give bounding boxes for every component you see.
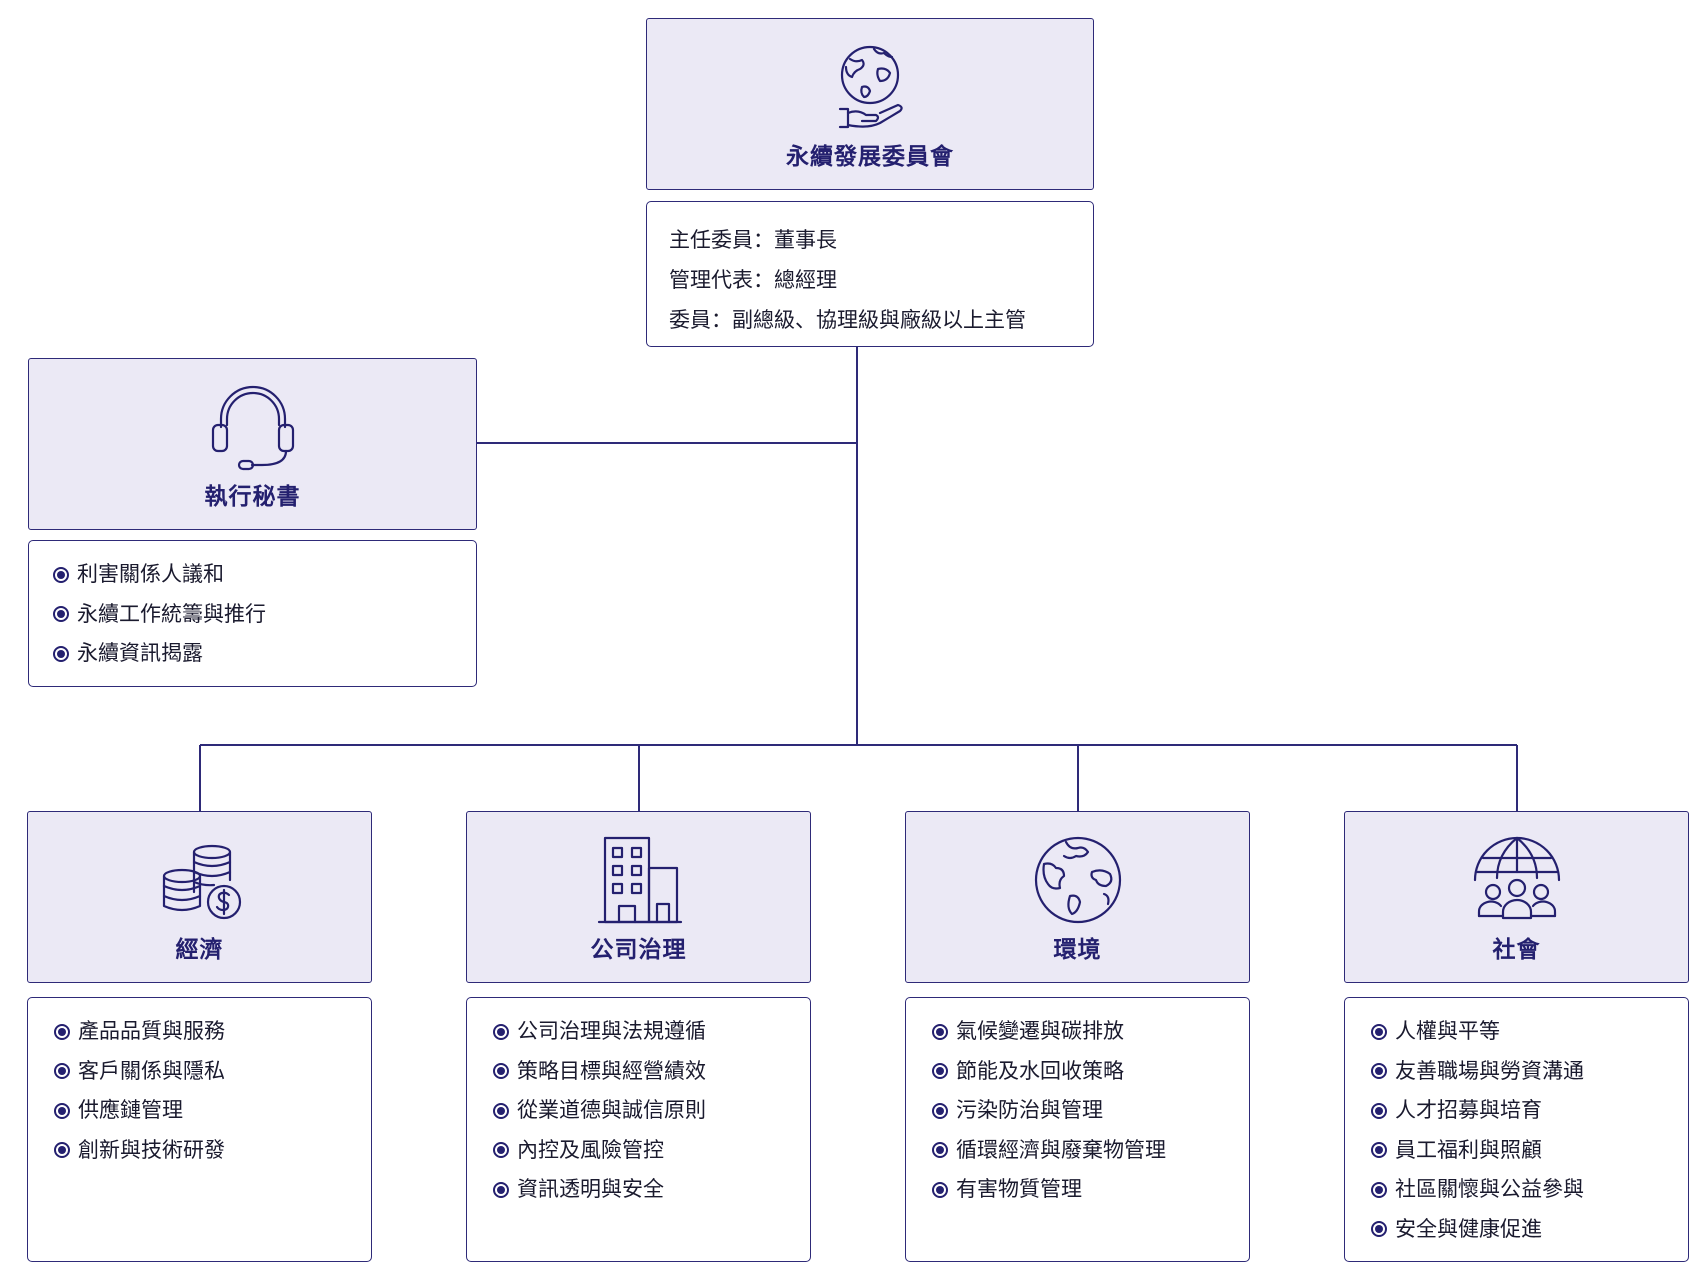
bullet-icon bbox=[1371, 1142, 1387, 1159]
list-item: 供應鏈管理 bbox=[54, 1091, 225, 1131]
committee-header: 永續發展委員會 bbox=[646, 18, 1094, 190]
bullet-icon bbox=[932, 1142, 948, 1159]
list-item: 人才招募與培育 bbox=[1371, 1091, 1584, 1131]
committee-chair-line: 主任委員：董事長 bbox=[669, 228, 837, 252]
pillar-governance-items-box: 公司治理與法規遵循 策略目標與經營績效 從業道德與誠信原則 內控及風險管控 資訊… bbox=[466, 997, 811, 1262]
bullet-icon bbox=[932, 1063, 948, 1080]
list-item: 員工福利與照顧 bbox=[1371, 1131, 1584, 1171]
list-item: 氣候變遷與碳排放 bbox=[932, 1012, 1166, 1052]
headset-icon bbox=[205, 379, 301, 475]
list-item: 人權與平等 bbox=[1371, 1012, 1584, 1052]
bullet-icon bbox=[54, 1142, 70, 1159]
list-item: 從業道德與誠信原則 bbox=[493, 1091, 706, 1131]
bullet-icon bbox=[1371, 1181, 1387, 1198]
bullet-icon bbox=[54, 1102, 70, 1119]
list-item: 內控及風險管控 bbox=[493, 1131, 706, 1171]
list-item: 友善職場與勞資溝通 bbox=[1371, 1052, 1584, 1092]
list-item: 利害關係人議和 bbox=[53, 555, 266, 595]
list-item: 公司治理與法規遵循 bbox=[493, 1012, 706, 1052]
bullet-icon bbox=[53, 606, 69, 623]
bullet-icon bbox=[493, 1063, 509, 1080]
bullet-icon bbox=[1371, 1102, 1387, 1119]
bullet-icon bbox=[1371, 1023, 1387, 1040]
pillar-society-items-box: 人權與平等 友善職場與勞資溝通 人才招募與培育 員工福利與照顧 社區關懷與公益參… bbox=[1344, 997, 1689, 1262]
coin-stack-icon bbox=[152, 832, 248, 928]
pillar-governance-header: 公司治理 bbox=[466, 811, 811, 983]
list-item: 永續資訊揭露 bbox=[53, 634, 266, 674]
bullet-icon bbox=[53, 566, 69, 583]
bullet-icon bbox=[1371, 1063, 1387, 1080]
secretary-title: 執行秘書 bbox=[204, 484, 301, 510]
list-item: 永續工作統籌與推行 bbox=[53, 595, 266, 635]
list-item: 污染防治與管理 bbox=[932, 1091, 1166, 1131]
pillar-environment-items-list: 氣候變遷與碳排放 節能及水回收策略 污染防治與管理 循環經濟與廢棄物管理 有害物… bbox=[932, 1012, 1166, 1210]
bullet-icon bbox=[493, 1181, 509, 1198]
bullet-icon bbox=[493, 1102, 509, 1119]
pillar-economy-items-list: 產品品質與服務 客戶關係與隱私 供應鏈管理 創新與技術研發 bbox=[54, 1012, 225, 1170]
committee-members-box: 主任委員：董事長 管理代表：總經理 委員：副總級、協理級與廠級以上主管 bbox=[646, 201, 1094, 347]
pillar-economy-items-box: 產品品質與服務 客戶關係與隱私 供應鏈管理 創新與技術研發 bbox=[27, 997, 372, 1262]
pillar-society-header: 社會 bbox=[1344, 811, 1689, 983]
pillar-environment-title: 環境 bbox=[1053, 937, 1102, 963]
pillar-governance-items-list: 公司治理與法規遵循 策略目標與經營績效 從業道德與誠信原則 內控及風險管控 資訊… bbox=[493, 1012, 706, 1210]
secretary-duties-box: 利害關係人議和 永續工作統籌與推行 永續資訊揭露 bbox=[28, 540, 477, 687]
pillar-society-title: 社會 bbox=[1492, 937, 1541, 963]
secretary-header: 執行秘書 bbox=[28, 358, 477, 530]
list-item: 安全與健康促進 bbox=[1371, 1210, 1584, 1250]
committee-members-list: 主任委員：董事長 管理代表：總經理 委員：副總級、協理級與廠級以上主管 bbox=[669, 220, 1026, 340]
list-item: 有害物質管理 bbox=[932, 1170, 1166, 1210]
bullet-icon bbox=[54, 1023, 70, 1040]
list-item: 節能及水回收策略 bbox=[932, 1052, 1166, 1092]
list-item: 策略目標與經營績效 bbox=[493, 1052, 706, 1092]
pillar-environment-header: 環境 bbox=[905, 811, 1250, 983]
bullet-icon bbox=[54, 1063, 70, 1080]
committee-representative-line: 管理代表：總經理 bbox=[669, 268, 837, 292]
globe-people-icon bbox=[1469, 832, 1565, 928]
bullet-icon bbox=[53, 645, 69, 662]
bullet-icon bbox=[932, 1102, 948, 1119]
list-item: 循環經濟與廢棄物管理 bbox=[932, 1131, 1166, 1171]
pillar-society-items-list: 人權與平等 友善職場與勞資溝通 人才招募與培育 員工福利與照顧 社區關懷與公益參… bbox=[1371, 1012, 1584, 1249]
pillar-economy-header: 經濟 bbox=[27, 811, 372, 983]
bullet-icon bbox=[932, 1023, 948, 1040]
committee-title: 永續發展委員會 bbox=[786, 144, 954, 170]
list-item: 社區關懷與公益參與 bbox=[1371, 1170, 1584, 1210]
list-item: 客戶關係與隱私 bbox=[54, 1052, 225, 1092]
pillar-environment-items-box: 氣候變遷與碳排放 節能及水回收策略 污染防治與管理 循環經濟與廢棄物管理 有害物… bbox=[905, 997, 1250, 1262]
pillar-economy-title: 經濟 bbox=[175, 937, 224, 963]
bullet-icon bbox=[493, 1142, 509, 1159]
bullet-icon bbox=[493, 1023, 509, 1040]
earth-icon bbox=[1030, 832, 1126, 928]
secretary-duties-list: 利害關係人議和 永續工作統籌與推行 永續資訊揭露 bbox=[53, 555, 266, 674]
list-item: 產品品質與服務 bbox=[54, 1012, 225, 1052]
pillar-governance-title: 公司治理 bbox=[590, 937, 687, 963]
bullet-icon bbox=[932, 1181, 948, 1198]
globe-hand-icon bbox=[822, 39, 918, 135]
list-item: 創新與技術研發 bbox=[54, 1131, 225, 1171]
committee-members-line: 委員：副總級、協理級與廠級以上主管 bbox=[669, 308, 1026, 332]
office-building-icon bbox=[591, 832, 687, 928]
list-item: 資訊透明與安全 bbox=[493, 1170, 706, 1210]
bullet-icon bbox=[1371, 1221, 1387, 1238]
